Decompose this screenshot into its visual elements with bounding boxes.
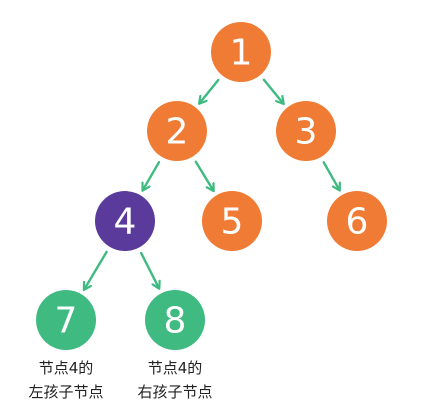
node-label-8: 8 — [164, 301, 187, 342]
tree-node-3: 3 — [276, 101, 336, 161]
edges-layer — [84, 78, 340, 289]
caption-left-line2: 左孩子节点 — [28, 383, 103, 401]
edge-4-to-7 — [84, 250, 108, 289]
node-label-3: 3 — [295, 112, 318, 153]
node-circle-4 — [95, 191, 155, 251]
node-circle-1 — [211, 22, 271, 82]
node-label-4: 4 — [114, 202, 137, 243]
edge-2-to-5 — [194, 160, 213, 191]
tree-node-4: 4 — [95, 191, 155, 251]
node-circle-2 — [147, 101, 207, 161]
node-label-6: 6 — [346, 202, 369, 243]
tree-node-5: 5 — [202, 191, 262, 251]
tree-node-1: 1 — [211, 22, 271, 82]
node-label-1: 1 — [230, 33, 253, 74]
caption-left-line1: 节点4的 — [39, 359, 94, 377]
node-label-2: 2 — [166, 112, 189, 153]
edge-4-to-8 — [139, 251, 159, 288]
edge-1-to-2 — [200, 78, 220, 103]
node-circle-7 — [36, 290, 96, 350]
caption-right-line2: 右孩子节点 — [137, 383, 212, 401]
node-label-5: 5 — [221, 202, 244, 243]
tree-node-2: 2 — [147, 101, 207, 161]
edge-3-to-6 — [322, 161, 340, 189]
caption-left-child: 节点4的 左孩子节点 — [28, 359, 103, 401]
caption-right-child: 节点4的 右孩子节点 — [137, 359, 212, 401]
tree-node-7: 7 — [36, 290, 96, 350]
node-circle-3 — [276, 101, 336, 161]
node-circle-5 — [202, 191, 262, 251]
node-circle-8 — [145, 290, 205, 350]
edge-1-to-3 — [262, 78, 283, 103]
tree-node-6: 6 — [327, 191, 387, 251]
nodes-layer: 12 3 4 5 6 7 8 — [36, 22, 387, 350]
tree-node-8: 8 — [145, 290, 205, 350]
node-circle-6 — [327, 191, 387, 251]
caption-right-line1: 节点4的 — [148, 359, 203, 377]
edge-2-to-4 — [143, 160, 161, 190]
node-label-7: 7 — [55, 301, 78, 342]
